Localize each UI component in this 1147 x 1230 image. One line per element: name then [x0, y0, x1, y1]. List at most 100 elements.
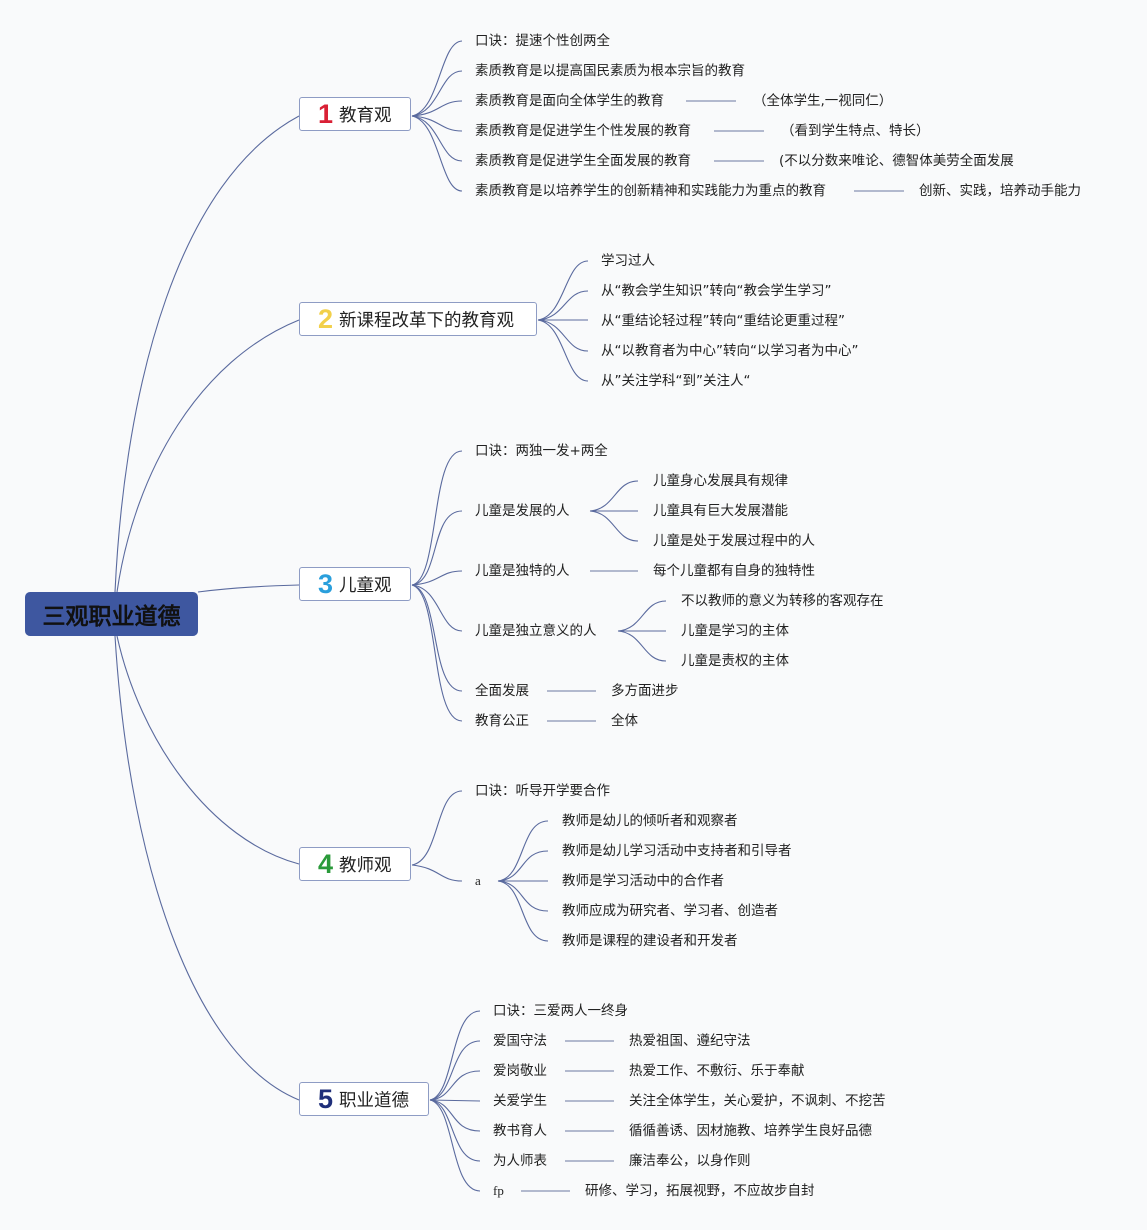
topic-1-item-3-detail[interactable]: （全体学生,一视同仁） [753, 93, 893, 109]
topic-4-item-2-sub-4[interactable]: 教师应成为研究者、学习者、创造者 [562, 903, 778, 919]
topic-2-item-5[interactable]: 从”关注学科“到”关注人“ [601, 373, 751, 389]
topic-1-item-6-detail[interactable]: 创新、实践，培养动手能力 [919, 183, 1081, 199]
connector-t4-c2-s1 [497, 820, 549, 882]
topic-3-item-3-detail[interactable]: 每个儿童都有自身的独特性 [653, 563, 815, 579]
topic-5-item-7[interactable]: fp [493, 1183, 504, 1198]
number-2-icon: 2 [318, 303, 334, 334]
topic-5-item-3-detail[interactable]: 热爱工作、不敷衍、乐于奉献 [629, 1063, 805, 1079]
topic-5-item-5-detail[interactable]: 循循善诱、因材施教、培养学生良好品德 [629, 1123, 872, 1139]
topic-node-1[interactable]: 1 教育观 [299, 97, 411, 131]
connector-t4-c2 [411, 864, 463, 882]
topic-3-item-2[interactable]: 儿童是发展的人 [475, 503, 570, 519]
topic-3-item-2-sub-1[interactable]: 儿童身心发展具有规律 [653, 473, 788, 489]
connector-t3-c3 [411, 570, 463, 586]
topic-3-item-5-detail[interactable]: 多方面进步 [611, 683, 679, 699]
topic-node-3[interactable]: 3 儿童观 [299, 567, 411, 601]
topic-node-4[interactable]: 4 教师观 [299, 847, 411, 881]
topic-5-item-7-detail[interactable]: 研修、学习，拓展视野，不应故步自封 [585, 1183, 815, 1199]
topic-3-item-4[interactable]: 儿童是独立意义的人 [475, 623, 597, 639]
connector-t3-c4-s1 [617, 600, 667, 632]
connector-t5-c2 [429, 1040, 481, 1101]
topic-5-item-1[interactable]: 口诀：三爱两人一终身 [493, 1003, 628, 1019]
topic-3-item-4-sub-3[interactable]: 儿童是责权的主体 [681, 653, 789, 669]
connector-t5-c7 [429, 1099, 481, 1192]
topic-4-item-2-sub-3[interactable]: 教师是学习活动中的合作者 [562, 873, 724, 889]
topic-3-item-6[interactable]: 教育公正 [475, 713, 529, 729]
topic-2-item-4[interactable]: 从“以教育者为中心”转向“以学习者为中心” [601, 343, 859, 359]
connector-root-topic-3 [197, 584, 300, 593]
topic-4-item-2[interactable]: a [475, 873, 481, 888]
topic-label: 教师观 [339, 855, 392, 876]
topic-3-item-6-detail[interactable]: 全体 [611, 713, 638, 729]
topic-4-item-1[interactable]: 口诀：听导开学要合作 [475, 783, 610, 799]
connector-t3-c2 [411, 510, 463, 586]
topic-4-item-2-sub-1[interactable]: 教师是幼儿的倾听者和观察者 [562, 813, 738, 829]
connector-t5-c3 [429, 1070, 481, 1101]
topic-node-5[interactable]: 5 职业道德 [299, 1082, 429, 1116]
topic-3-item-2-sub-2[interactable]: 儿童具有巨大发展潜能 [653, 503, 788, 519]
topic-2-item-1[interactable]: 学习过人 [601, 253, 655, 269]
connector-t5-c1 [429, 1010, 481, 1101]
topic-1-item-6[interactable]: 素质教育是以培养学生的创新精神和实践能力为重点的教育 [475, 183, 826, 199]
connector-root-topic-5 [114, 635, 300, 1101]
number-4-icon: 4 [318, 848, 334, 879]
topic-1-item-2[interactable]: 素质教育是以提高国民素质为根本宗旨的教育 [475, 63, 745, 79]
connector-t2-c2 [537, 290, 589, 321]
connector-t4-c2-s4 [497, 880, 549, 912]
connector-t1-c3 [411, 100, 463, 117]
topic-3-item-2-sub-3[interactable]: 儿童是处于发展过程中的人 [653, 533, 815, 549]
topic-2-item-3[interactable]: 从“重结论轻过程”转向“重结论更重过程” [601, 313, 845, 329]
connector-t1-c4 [411, 115, 463, 132]
connector-t1-c5 [411, 115, 463, 162]
connector-t3-c4 [411, 584, 463, 632]
connector-t1-c6 [411, 115, 463, 192]
topic-5-item-2[interactable]: 爱国守法 [493, 1033, 547, 1049]
topic-5-item-4-detail[interactable]: 关注全体学生，关心爱护，不讽刺、不挖苦 [629, 1093, 886, 1109]
connector-t2-c4 [537, 319, 589, 352]
topic-1-item-4[interactable]: 素质教育是促进学生个性发展的教育 [475, 123, 691, 139]
connector-t4-c2-s2 [497, 850, 549, 882]
topic-label: 新课程改革下的教育观 [339, 310, 515, 331]
topic-5-item-6-detail[interactable]: 廉洁奉公，以身作则 [629, 1153, 751, 1169]
connector-t2-c1 [537, 260, 589, 321]
topic-5-item-3[interactable]: 爱岗敬业 [493, 1063, 547, 1079]
connector-root-topic-4 [116, 635, 300, 865]
topic-5-item-6[interactable]: 为人师表 [493, 1153, 547, 1169]
root-label: 三观职业道德 [42, 604, 181, 630]
topic-3-item-4-sub-2[interactable]: 儿童是学习的主体 [681, 623, 789, 639]
connector-t4-c2-s5 [497, 880, 549, 942]
topic-3-item-1[interactable]: 口诀：两独一发+两全 [475, 443, 608, 459]
number-3-icon: 3 [318, 568, 334, 599]
topic-label: 儿童观 [339, 575, 392, 596]
connector-t5-c5 [429, 1099, 481, 1132]
topic-4-item-2-sub-5[interactable]: 教师是课程的建设者和开发者 [562, 933, 738, 949]
topic-3-item-3[interactable]: 儿童是独特的人 [475, 563, 570, 579]
topic-label: 教育观 [339, 105, 392, 126]
number-1-icon: 1 [318, 98, 334, 129]
connector-t3-c6 [411, 584, 463, 722]
topic-4-item-2-sub-2[interactable]: 教师是幼儿学习活动中支持者和引导者 [562, 843, 792, 859]
connector-t5-c6 [429, 1099, 481, 1162]
root-node[interactable]: 三观职业道德 [25, 592, 198, 636]
connector-root-topic-1 [114, 115, 300, 593]
topic-1-item-5-detail[interactable]: (不以分数来唯论、德智体美劳全面发展 [779, 153, 1014, 169]
topic-node-2[interactable]: 2 新课程改革下的教育观 [299, 302, 537, 336]
topic-label: 职业道德 [339, 1090, 410, 1111]
topic-1-item-1[interactable]: 口诀：提速个性创两全 [475, 33, 610, 49]
connector-t4-c1 [411, 790, 463, 866]
number-5-icon: 5 [318, 1083, 334, 1114]
topic-3-item-5[interactable]: 全面发展 [475, 683, 529, 699]
topic-3-item-4-sub-1[interactable]: 不以教师的意义为转移的客观存在 [681, 593, 884, 609]
topic-2-item-2[interactable]: 从“教会学生知识”转向“教会学生学习” [601, 283, 832, 299]
topic-1-item-5[interactable]: 素质教育是促进学生全面发展的教育 [475, 153, 691, 169]
connector-t3-c1 [411, 450, 463, 586]
connector-t3-c2-s1 [589, 480, 639, 512]
topic-1-item-4-detail[interactable]: （看到学生特点、特长） [781, 123, 930, 139]
connector-t1-c2 [411, 70, 463, 117]
topic-5-item-5[interactable]: 教书育人 [493, 1123, 547, 1139]
topic-1-item-3[interactable]: 素质教育是面向全体学生的教育 [475, 93, 664, 109]
connector-t3-c4-s3 [617, 630, 667, 662]
topic-5-item-4[interactable]: 关爱学生 [493, 1093, 547, 1109]
topic-5-item-2-detail[interactable]: 热爱祖国、遵纪守法 [629, 1033, 751, 1049]
